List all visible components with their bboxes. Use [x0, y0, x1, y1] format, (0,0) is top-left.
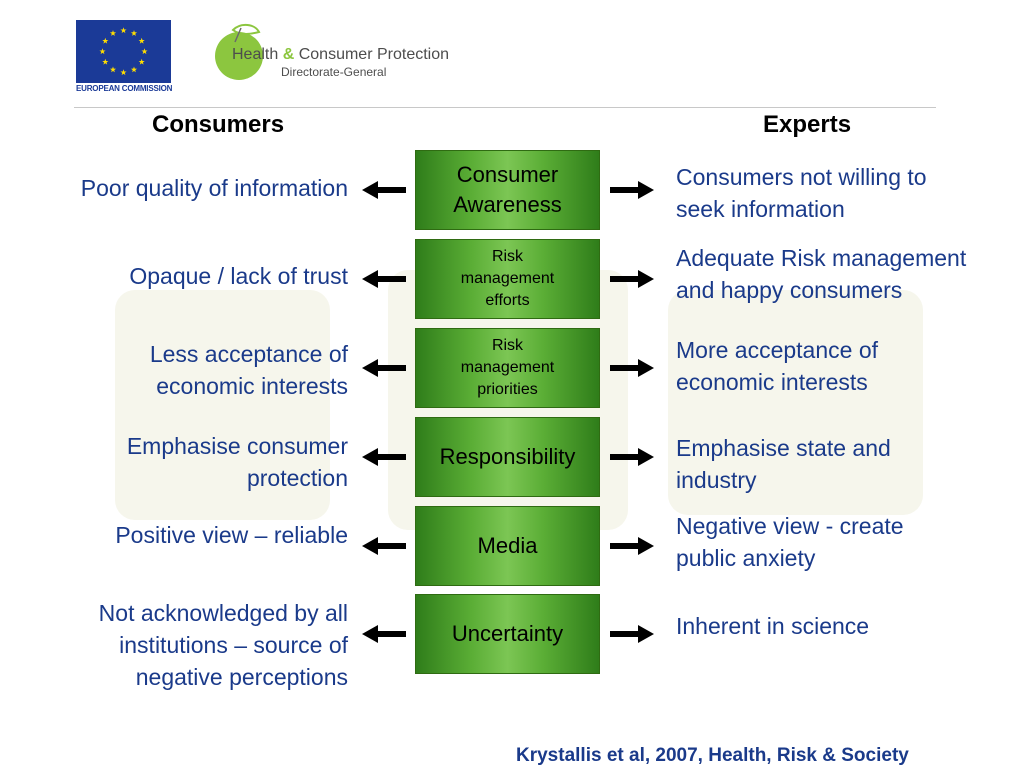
expert-view-text: Consumers not willing to seek informatio…: [676, 164, 927, 222]
eu-star: [99, 48, 106, 55]
arrow-right-icon: [610, 270, 654, 288]
expert-view-text: Negative view - create public anxiety: [676, 513, 904, 571]
watermark-right: [668, 290, 923, 515]
arrow-right-icon: [610, 625, 654, 643]
watermark-left: [115, 290, 330, 520]
eu-star: [120, 69, 127, 76]
expert-view-text: More acceptance of economic interests: [676, 337, 879, 395]
eu-star: [130, 30, 138, 36]
factor-box: Media: [415, 506, 600, 586]
eu-star: [141, 48, 148, 55]
eu-star: [102, 37, 109, 44]
expert-view-text: Adequate Risk management and happy consu…: [676, 245, 967, 303]
dg-title: Health & Consumer Protection: [232, 46, 449, 64]
column-header-consumers: Consumers: [152, 111, 285, 138]
factor-label: Risk management priorities: [460, 337, 555, 398]
arrow-left-icon: [362, 181, 406, 199]
citation: Krystallis et al, 2007, Health, Risk & S…: [516, 745, 909, 766]
arrow-left-icon: [362, 270, 406, 288]
consumer-view-text: Less acceptance of economic interests: [149, 341, 348, 399]
factor-label: Consumer Awareness: [453, 162, 562, 217]
eu-star: [130, 66, 138, 73]
eu-flag-logo: [76, 20, 171, 83]
arrow-left-icon: [362, 537, 406, 555]
arrow-right-icon: [610, 359, 654, 377]
factor-label: Responsibility: [439, 444, 576, 469]
dg-leaf-logo: [215, 24, 263, 80]
consumer-view-text: Emphasise consumer protection: [126, 433, 348, 491]
eu-star: [109, 30, 117, 36]
consumer-view-text: Opaque / lack of trust: [129, 263, 348, 289]
header-divider: [74, 107, 936, 108]
eu-caption: EUROPEAN COMMISSION: [76, 84, 173, 93]
factor-box: Risk management priorities: [415, 328, 600, 408]
eu-star: [102, 58, 109, 65]
consumer-view-text: Not acknowledged by all institutions – s…: [98, 600, 348, 690]
factor-box: Risk management efforts: [415, 239, 600, 319]
eu-star: [109, 66, 117, 73]
dg-title-amp: &: [282, 46, 295, 63]
eu-star: [120, 27, 127, 34]
dg-title-health: Health: [232, 46, 279, 63]
factor-label: Uncertainty: [451, 621, 564, 646]
factor-box: Uncertainty: [415, 594, 600, 674]
factor-box: Consumer Awareness: [415, 150, 600, 230]
eu-stars-icon: [99, 27, 148, 76]
factor-label: Risk management efforts: [460, 248, 555, 309]
arrow-left-icon: [362, 448, 406, 466]
factor-label: Media: [477, 533, 538, 558]
eu-star: [138, 58, 145, 65]
arrow-right-icon: [610, 181, 654, 199]
expert-view-text: Emphasise state and industry: [676, 435, 891, 493]
arrow-right-icon: [610, 537, 654, 555]
arrow-left-icon: [362, 625, 406, 643]
column-header-experts: Experts: [763, 111, 852, 138]
arrow-left-icon: [362, 359, 406, 377]
dg-title-consumer-protection: Consumer Protection: [298, 46, 450, 63]
expert-view-text: Inherent in science: [676, 613, 870, 639]
factor-box: Responsibility: [415, 417, 600, 497]
dg-subtitle: Directorate-General: [281, 65, 387, 79]
eu-star: [138, 37, 145, 44]
consumer-view-text: Poor quality of information: [80, 175, 348, 201]
consumer-view-text: Positive view – reliable: [115, 522, 348, 548]
arrow-right-icon: [610, 448, 654, 466]
